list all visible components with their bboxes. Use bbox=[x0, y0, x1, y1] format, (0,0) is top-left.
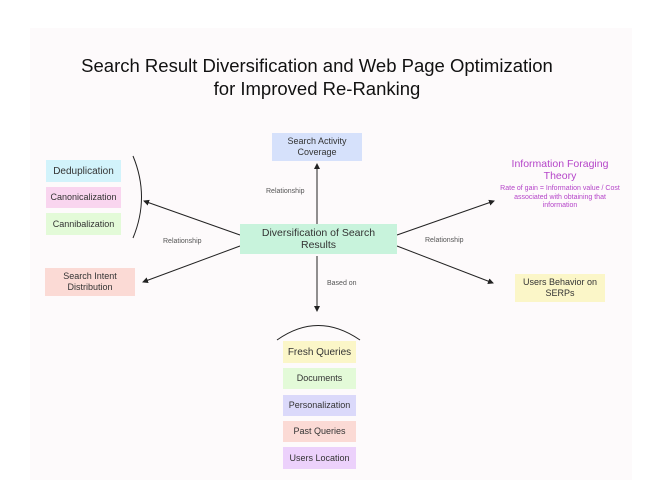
center-node: Diversification of Search Results bbox=[240, 224, 397, 254]
left-item-deduplication: Deduplication bbox=[46, 160, 121, 182]
edge-label-top: Relationship bbox=[266, 188, 305, 195]
arrow-to-right-top bbox=[396, 199, 495, 236]
bottom-item-documents: Documents bbox=[283, 368, 356, 389]
arrow-to-left-bottom bbox=[142, 245, 241, 284]
bottom-item-label: Past Queries bbox=[293, 426, 346, 436]
left-bottom-label: Search Intent Distribution bbox=[63, 271, 117, 292]
bottom-item-fresh-queries: Fresh Queries bbox=[283, 341, 356, 363]
edge-label-right: Relationship bbox=[425, 237, 464, 244]
bottom-item-personalization: Personalization bbox=[283, 395, 356, 416]
bottom-item-label: Fresh Queries bbox=[287, 346, 352, 358]
page-title: Search Result Diversification and Web Pa… bbox=[0, 54, 634, 100]
left-item-label: Canonicalization bbox=[50, 192, 117, 202]
top-node-label: Search Activity Coverage bbox=[287, 136, 347, 157]
left-bottom-node: Search Intent Distribution bbox=[45, 268, 135, 296]
edge-label-left: Relationship bbox=[163, 238, 202, 245]
top-node: Search Activity Coverage bbox=[272, 133, 362, 161]
bottom-item-label: Documents bbox=[296, 373, 343, 383]
bottom-arc bbox=[276, 325, 361, 341]
bottom-item-past-queries: Past Queries bbox=[283, 421, 356, 442]
left-item-label: Deduplication bbox=[53, 165, 114, 177]
right-bottom-label: Users Behavior on SERPs bbox=[522, 277, 598, 298]
right-top-detail: Rate of gain = Information value / Cost … bbox=[500, 185, 620, 209]
arrow-to-left-group bbox=[143, 199, 241, 236]
bottom-item-users-location: Users Location bbox=[283, 447, 356, 469]
edge-label-bottom: Based on bbox=[327, 280, 357, 287]
left-brace bbox=[132, 155, 142, 239]
bottom-item-label: Personalization bbox=[288, 400, 351, 410]
left-item-canonicalization: Canonicalization bbox=[46, 187, 121, 208]
title-line-1: Search Result Diversification and Web Pa… bbox=[81, 55, 553, 76]
center-label: Diversification of Search Results bbox=[261, 227, 376, 251]
arrow-to-right-bottom bbox=[396, 245, 494, 285]
title-line-2: for Improved Re-Ranking bbox=[213, 78, 421, 99]
right-bottom-node: Users Behavior on SERPs bbox=[515, 274, 605, 302]
left-item-label: Cannibalization bbox=[52, 218, 115, 229]
bottom-item-label: Users Location bbox=[289, 452, 350, 463]
right-top-node: Information Foraging Theory Rate of gain… bbox=[497, 158, 623, 211]
right-top-heading: Information Foraging Theory bbox=[511, 158, 609, 182]
left-item-cannibalization: Cannibalization bbox=[46, 213, 121, 235]
